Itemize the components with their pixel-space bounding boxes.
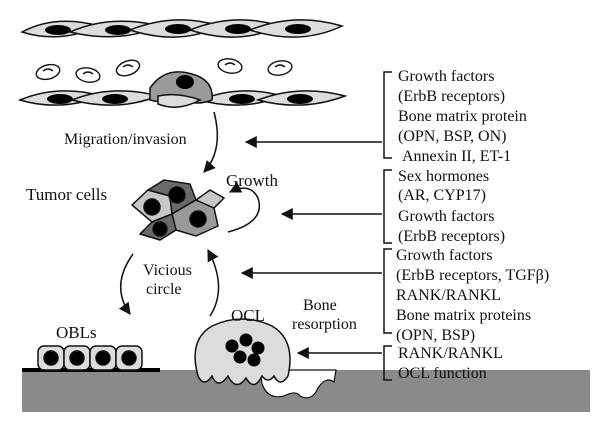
osteoclast (194, 318, 291, 386)
factor-line: RANK/RANKL (398, 345, 503, 362)
factor-brackets (383, 71, 392, 381)
factor-group-migration: Growth factors (ErbB receptors) Bone mat… (398, 68, 527, 165)
factor-line: Sex hormones (398, 168, 489, 185)
osteoblasts-label: OBLs (56, 323, 97, 342)
factor-line: (OPN, BSP, ON) (398, 128, 506, 145)
blood-cells (35, 58, 293, 83)
endothelial-nuclei-top (45, 24, 311, 35)
vicious-circle-arrow-left (118, 253, 134, 315)
factor-line: Bone matrix proteins (396, 307, 531, 324)
bone-label-1: Bone (303, 297, 337, 314)
vicious-label-2: circle (146, 281, 182, 298)
factor-arrows (240, 136, 382, 359)
osteoblasts (37, 345, 143, 371)
osteoclast-label: OCL (231, 306, 265, 325)
tumor-cells-label: Tumor cells (26, 185, 107, 204)
factor-line: RANK/RANKL (396, 287, 501, 304)
vicious-label-1: Vicious (143, 262, 192, 279)
migrating-tumor-cell (149, 71, 213, 108)
factor-group-vicious-circle: Growth factors (ErbB receptors, TGFβ) RA… (396, 247, 549, 344)
factor-line: (ErbB receptors, TGFβ) (396, 267, 549, 284)
factor-line: OCL function (398, 365, 487, 382)
factor-line: Growth factors (398, 208, 494, 225)
endothelial-nuclei-bottom (47, 94, 313, 104)
factor-line: Growth factors (398, 68, 494, 85)
tumor-cell-cluster (130, 179, 226, 241)
factor-line: (AR, CYP17) (398, 187, 486, 204)
factor-group-growth: Sex hormones (AR, CYP17) Growth factors … (398, 168, 505, 245)
growth-loop-arrow (227, 181, 261, 233)
factor-line: (OPN, BSP) (396, 327, 475, 344)
growth-label: Growth (226, 171, 278, 190)
migration-arrow (203, 111, 219, 173)
migration-label: Migration/invasion (64, 131, 187, 148)
factor-line: (ErbB receptors) (398, 88, 505, 105)
factor-line: Growth factors (396, 247, 492, 264)
bone-surface (22, 368, 590, 412)
factor-line: Annexin II, ET-1 (402, 148, 511, 165)
factor-line: Bone matrix protein (398, 108, 527, 125)
bone-label-2: resorption (292, 316, 357, 333)
factor-line: (ErbB receptors) (398, 228, 505, 245)
factor-group-osteoclast: RANK/RANKL OCL function (398, 345, 503, 382)
vicious-circle-arrow-right (207, 248, 220, 317)
